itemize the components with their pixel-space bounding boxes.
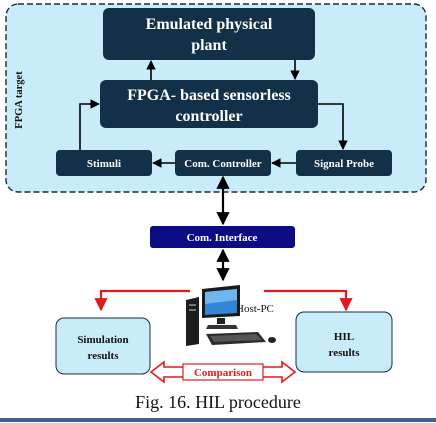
comparison-label: Comparison bbox=[194, 367, 252, 379]
hil-label-line1: HIL bbox=[334, 331, 354, 343]
com-controller-block bbox=[175, 150, 271, 176]
host-pc-label: Host-PC bbox=[236, 303, 274, 315]
figure-caption: Fig. 16. HIL procedure bbox=[135, 392, 301, 412]
arrow-host-to-hil bbox=[264, 289, 353, 312]
arrow-controller-to-probe bbox=[318, 103, 348, 150]
arrow-host-to-simulation bbox=[94, 289, 190, 312]
simulation-label-line1: Simulation bbox=[77, 334, 128, 346]
hil-label-line2: results bbox=[329, 347, 361, 359]
hil-results-block bbox=[295, 311, 393, 373]
controller-label-line2: controller bbox=[175, 108, 242, 125]
comparison-label-box bbox=[182, 363, 264, 381]
controller-block bbox=[100, 80, 318, 128]
stimuli-label: Stimuli bbox=[87, 158, 121, 170]
plant-block bbox=[103, 8, 315, 60]
computer-icon bbox=[186, 285, 276, 346]
fpga-target-label: FPGA target bbox=[14, 71, 25, 129]
plant-label-line1: Emulated physical bbox=[146, 16, 273, 33]
com-controller-label: Com. Controller bbox=[184, 158, 262, 170]
simulation-results-block bbox=[55, 317, 151, 375]
controller-label-line1: FPGA- based sensorless bbox=[127, 87, 291, 104]
arrow-stimuli-to-controller bbox=[79, 99, 100, 150]
com-interface-block bbox=[150, 226, 295, 248]
stimuli-block bbox=[56, 150, 152, 176]
bottom-divider bbox=[0, 418, 436, 422]
signal-probe-block bbox=[296, 150, 392, 176]
com-interface-label: Com. Interface bbox=[187, 232, 258, 244]
plant-label-line2: plant bbox=[191, 37, 227, 54]
signal-probe-label: Signal Probe bbox=[314, 158, 374, 170]
simulation-label-line2: results bbox=[88, 350, 120, 362]
